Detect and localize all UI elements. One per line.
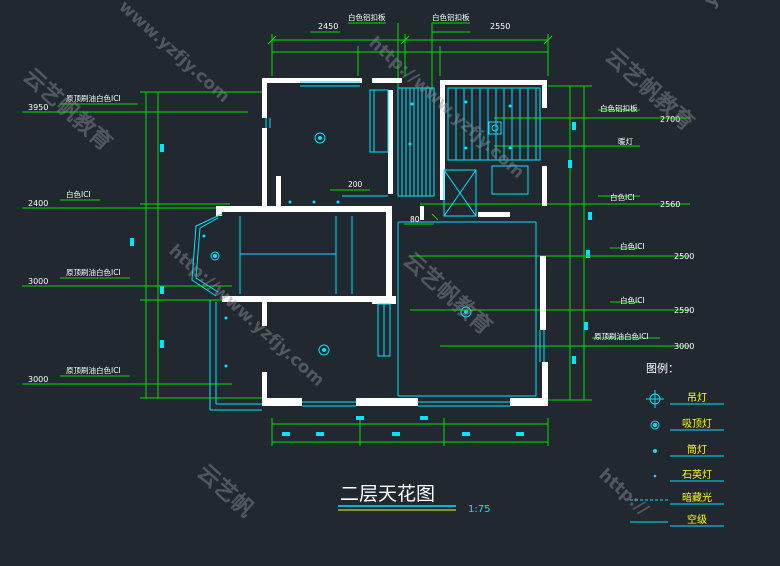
- right-annotation-5: 白色ICI: [620, 295, 645, 305]
- bottom-dimensions: [271, 418, 549, 446]
- right-annotation-4: 白色ICI: [620, 241, 645, 251]
- legend-item-concealed: 暗藏光: [630, 491, 724, 505]
- legend-item-level: 空级: [630, 513, 724, 527]
- right-dim-4: 2590: [674, 306, 694, 315]
- legend-item-ceiling: 吸顶灯: [650, 418, 724, 431]
- pendant-light: [314, 132, 326, 144]
- right-dim-1: 2700: [660, 115, 680, 124]
- left-dimensions: [140, 91, 262, 399]
- legend-item-downlight: 筒灯: [653, 443, 724, 457]
- top-dim-2: 2550: [490, 22, 510, 31]
- right-leader-lines: [410, 109, 690, 347]
- legend-label-ceiling: 吸顶灯: [682, 418, 712, 430]
- inner-dim-2: 80: [410, 215, 420, 224]
- legend-heading: 图例：: [646, 361, 679, 375]
- drawing-scale: 1:75: [468, 504, 490, 515]
- pendant-light: [318, 344, 330, 356]
- legend-label-quartz: 石英灯: [682, 468, 712, 481]
- inner-dim-1: 200: [348, 180, 363, 189]
- bath-heater: [488, 121, 502, 135]
- top-annotation-2: 白色铝扣板: [432, 12, 470, 22]
- left-dim-4: 3000: [28, 375, 48, 384]
- right-dim-5: 3000: [674, 342, 694, 351]
- ceiling-outlines: [191, 81, 545, 411]
- right-dimensions: [548, 85, 592, 401]
- left-annotation-2: 白色ICI: [66, 189, 91, 199]
- left-leader-lines: [22, 103, 248, 385]
- right-annotation-2: 暖灯: [618, 136, 633, 146]
- legend-item-pendant: 吊灯: [646, 390, 724, 408]
- drawing-title-block: 二层天花图 1:75: [338, 483, 490, 515]
- left-annotation-1: 原顶刷油白色ICI: [66, 93, 121, 103]
- legend-item-quartz: 石英灯: [653, 468, 724, 482]
- ceiling-light-icon: [650, 420, 660, 430]
- light-fixtures: [210, 121, 502, 356]
- legend-label-pendant: 吊灯: [687, 392, 707, 404]
- right-dim-2: 2560: [660, 200, 680, 209]
- right-dim-ticks: [568, 122, 592, 364]
- left-annotation-4: 原顶刷油白色ICI: [66, 365, 121, 375]
- right-annotation-6: 原顶刷油白色ICI: [594, 331, 649, 341]
- quartz-light-icon: [653, 474, 657, 478]
- left-dim-3: 3000: [28, 277, 48, 286]
- top-dimensions: [267, 31, 553, 76]
- bottom-dim-ticks: [282, 416, 524, 436]
- inner-dim-lines: [330, 189, 439, 225]
- left-dim-ticks: [130, 144, 164, 348]
- top-dim-1: 2450: [318, 22, 338, 31]
- ceiling-light: [210, 251, 220, 261]
- right-dim-3: 2500: [674, 252, 694, 261]
- legend-label-concealed: 暗藏光: [682, 491, 712, 504]
- walls: [216, 78, 548, 406]
- legend: 图例： 吊灯 吸顶灯 筒灯: [630, 361, 724, 527]
- right-annotation-3: 白色ICI: [610, 192, 635, 202]
- pendant-light: [460, 306, 472, 318]
- legend-label-level: 空级: [687, 513, 707, 526]
- downlights: [202, 100, 512, 368]
- top-annotation-1: 白色铝扣板: [348, 12, 386, 22]
- left-dim-2: 2400: [28, 199, 48, 208]
- pendant-light-icon: [646, 390, 664, 408]
- left-dim-1: 3950: [28, 103, 48, 112]
- drawing-title: 二层天花图: [340, 483, 435, 505]
- right-annotation-1: 白色铝扣板: [600, 103, 638, 113]
- downlight-icon: [653, 449, 657, 453]
- legend-label-downlight: 筒灯: [687, 443, 707, 456]
- left-annotation-3: 原顶刷油白色ICI: [66, 267, 121, 277]
